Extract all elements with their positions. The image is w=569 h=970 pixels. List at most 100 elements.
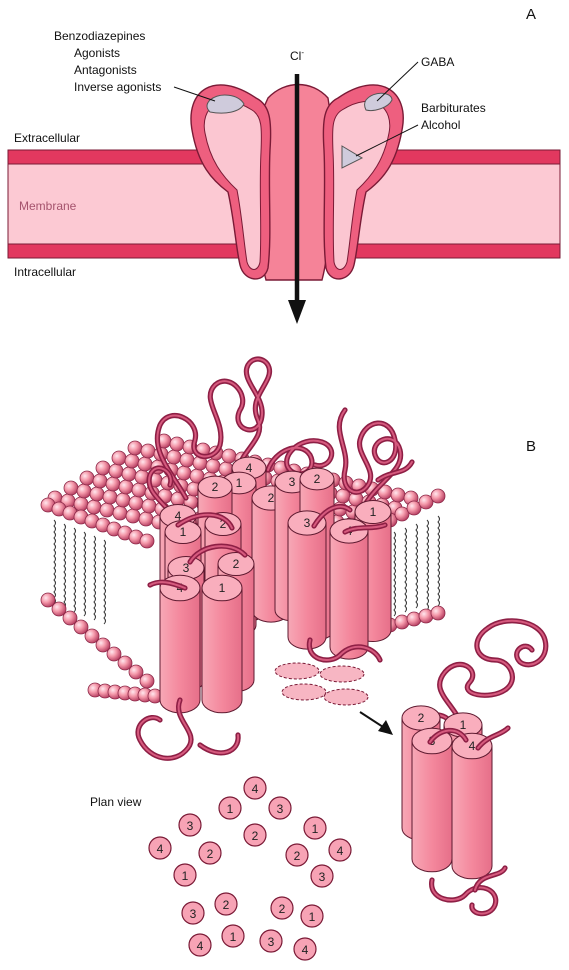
lipid-tail-2 [73,527,76,613]
plan-view-number: 3 [190,907,197,921]
plan-view-disc [181,901,205,925]
lipid-head-161 [95,637,111,653]
helix-lf1-body [201,587,243,714]
plan-view-circle: 1 [173,863,197,887]
plan-view-disc [178,813,202,837]
helix-c1-number: 1 [236,476,243,490]
plan-view-disc [214,892,238,916]
plan-view-disc [285,843,309,867]
lipid-head-160 [84,628,100,644]
gaba-label: GABA [421,55,454,69]
lipid-tail-r1 [404,527,407,613]
membrane-label: Membrane [19,199,77,213]
benzodiazepine-leader [173,86,216,102]
isolated-arrowhead [378,720,393,735]
plan-view-number: 2 [279,902,286,916]
lipid-head-131 [221,448,237,464]
plan-view-disc [310,864,334,888]
footprint-3 [281,683,327,701]
plan-view-disc [243,823,267,847]
plan-view-disc [300,904,324,928]
lipid-head-105 [127,440,143,456]
plan-view-number: 4 [337,844,344,858]
plan-view-disc [148,836,172,860]
helix-r2-top [299,467,335,491]
lipid-tail-3 [83,531,86,617]
helix-lf4-body [159,587,201,714]
lipid-head-84 [111,450,127,466]
lipid-head-165 [139,673,155,689]
plan-view-number: 4 [302,943,309,957]
plan-view-number: 2 [223,898,230,912]
plan-view-circle: 3 [178,813,202,837]
lipid-head-46 [131,482,147,498]
lipid-head-85 [124,453,140,469]
lipid-head-159 [73,619,89,635]
plan-view-circle: 4 [243,776,267,800]
helix-lb2-number: 2 [212,480,219,494]
isolated-subunit-loops-front [427,725,511,917]
lipid-tail-r3 [426,519,429,611]
lipid-head-7 [138,511,154,527]
lipid-head-23 [89,486,105,502]
plan-view-circle: 1 [300,904,324,928]
lipid-tail-4 [93,535,96,621]
extracellular-loops [146,356,415,523]
lipid-head-21 [63,480,79,496]
plan-view-circle: 2 [198,841,222,865]
lipid-head-3 [86,499,102,515]
footprint-2 [319,665,365,683]
lipid-head-108 [166,449,182,465]
helix-r4-body [329,530,369,660]
plan-view-circle: 2 [285,843,309,867]
plan-view-circle: 3 [259,929,283,953]
plan-view-number: 2 [294,849,301,863]
lipid-head-25 [115,492,131,508]
plan-view-disc [268,796,292,820]
lipid-head-162 [106,646,122,662]
plan-view-disc [303,816,327,840]
plan-view-circle: 1 [303,816,327,840]
lipid-head-164 [128,664,144,680]
helix-r3-number: 3 [304,516,311,530]
lipid-head-177 [406,500,422,516]
lipid-tail-0 [53,519,56,605]
plan-view-disc [259,929,283,953]
plan-view-circle: 2 [214,892,238,916]
lipid-head-22 [76,483,92,499]
helix-lf2-top [217,551,255,577]
chloride-ion-charge: - [301,48,304,57]
helix-lf1-number: 1 [219,581,226,595]
helix-lf1-top [201,574,243,602]
plan-view-number: 1 [312,822,319,836]
plan-view-disc [198,841,222,865]
lipid-head-4 [99,502,115,518]
plan-view-circle: 3 [181,901,205,925]
plan-view-circle: 3 [310,864,334,888]
lipid-head-63 [95,460,111,476]
lipid-head-106 [140,443,156,459]
plan-view-disc [188,933,212,957]
lipid-head-86 [137,456,153,472]
gaba-a-channel [190,83,404,281]
plan-view-circle: 4 [188,933,212,957]
lipid-head-111 [205,458,221,474]
plan-view-disc [243,776,267,800]
chloride-flow-arrow [288,74,306,324]
plan-view-disc [270,896,294,920]
linker-loops-front [135,503,388,761]
lipid-head-65 [121,466,137,482]
chloride-ion-symbol: Cl [290,49,301,63]
plan-view-number: 4 [157,842,164,856]
lipid-head-109 [179,452,195,468]
plan-view-number: 4 [252,782,259,796]
helix-lf3-number: 3 [183,561,190,575]
barbiturates-alcohol-leader [355,124,419,157]
plan-view-circle: 2 [243,823,267,847]
lipid-head-127 [169,436,185,452]
plan-view-number: 1 [230,930,237,944]
plan-view-circle: 4 [148,836,172,860]
intracellular-label: Intracellular [14,265,76,279]
extracellular-label: Extracellular [14,131,80,145]
